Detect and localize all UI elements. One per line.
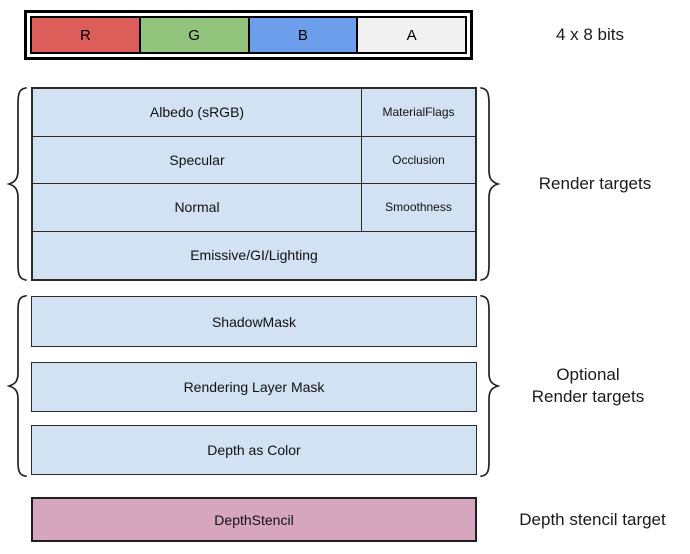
channel-cell-a: A <box>356 16 467 54</box>
curly-brace-left-icon <box>5 85 29 283</box>
curly-brace-right-icon <box>478 85 502 283</box>
depth-stencil-group-label: Depth stencil target <box>519 509 666 529</box>
table-row-albedo: Albedo (sRGB) MaterialFlags <box>33 89 475 137</box>
cell-emissive: Emissive/GI/Lighting <box>190 247 318 264</box>
cell-occlusion: Occlusion <box>392 152 445 167</box>
channel-cell-b: B <box>247 16 359 54</box>
cell-specular: Specular <box>33 136 362 183</box>
cell-smoothness: Smoothness <box>385 200 452 215</box>
cell-normal: Normal <box>33 184 362 231</box>
optional-label-line2: Render targets <box>531 387 645 406</box>
render-targets-group-label: Render targets <box>538 174 652 193</box>
curly-brace-right-icon <box>478 293 502 479</box>
optional-label-line1: Optional <box>556 365 620 384</box>
rgba-channel-bar: R G B A <box>24 10 473 60</box>
box-shadowmask: ShadowMask <box>31 296 477 347</box>
table-row-emissive: Emissive/GI/Lighting <box>33 232 475 280</box>
bits-label: 4 x 8 bits <box>555 25 625 44</box>
render-targets-table: Albedo (sRGB) MaterialFlags Specular Occ… <box>31 87 477 281</box>
optional-render-targets-group-label: Optional Render targets <box>498 293 678 479</box>
channel-cell-g: G <box>138 16 250 54</box>
cell-materialflags: MaterialFlags <box>382 105 455 120</box>
curly-brace-left-icon <box>5 293 29 479</box>
box-depthstencil: DepthStencil <box>31 497 477 542</box>
table-row-specular: Specular Occlusion <box>33 136 475 184</box>
box-rendering-layer-mask: Rendering Layer Mask <box>31 362 477 412</box>
cell-albedo: Albedo (sRGB) <box>33 89 362 136</box>
channel-cell-r: R <box>30 16 141 54</box>
table-row-normal: Normal Smoothness <box>33 184 475 232</box>
box-depth-as-color: Depth as Color <box>31 425 477 475</box>
